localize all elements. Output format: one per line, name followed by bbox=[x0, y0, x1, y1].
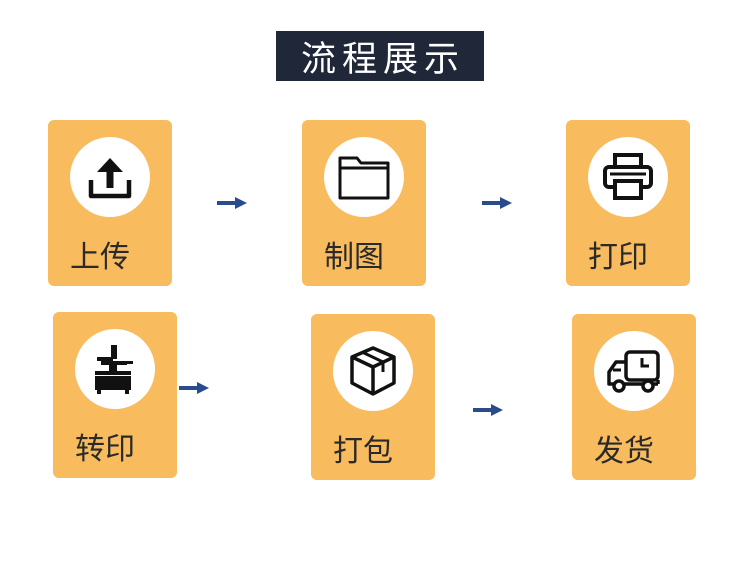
icon-circle bbox=[75, 329, 155, 409]
step-label: 发货 bbox=[594, 434, 654, 469]
icon-circle bbox=[333, 331, 413, 411]
icon-circle bbox=[70, 137, 150, 217]
step-label: 打包 bbox=[333, 434, 393, 469]
icon-circle bbox=[594, 331, 674, 411]
icon-circle bbox=[324, 137, 404, 217]
step-card-pack: 打包 bbox=[311, 314, 435, 480]
step-card-upload: 上传 bbox=[48, 120, 172, 286]
upload-icon bbox=[88, 158, 132, 199]
step-card-ship: 发货 bbox=[572, 314, 696, 480]
step-label: 打印 bbox=[588, 240, 648, 275]
page-title: 流程展示 bbox=[276, 31, 484, 81]
step-card-print: 打印 bbox=[566, 120, 690, 286]
folder-icon bbox=[338, 156, 390, 200]
arrow-right-icon bbox=[473, 404, 503, 416]
step-label: 转印 bbox=[75, 432, 135, 467]
step-card-transfer: 转印 bbox=[53, 312, 177, 478]
arrow-right-icon bbox=[217, 197, 247, 209]
transfer-press-icon bbox=[95, 345, 133, 394]
icon-circle bbox=[588, 137, 668, 217]
arrow-right-icon bbox=[482, 197, 512, 209]
step-card-design: 制图 bbox=[302, 120, 426, 286]
delivery-truck-icon bbox=[607, 350, 660, 393]
arrow-right-icon bbox=[179, 382, 209, 394]
step-label: 上传 bbox=[70, 240, 130, 275]
printer-icon bbox=[603, 153, 653, 200]
package-box-icon bbox=[350, 346, 396, 396]
step-label: 制图 bbox=[324, 240, 384, 275]
